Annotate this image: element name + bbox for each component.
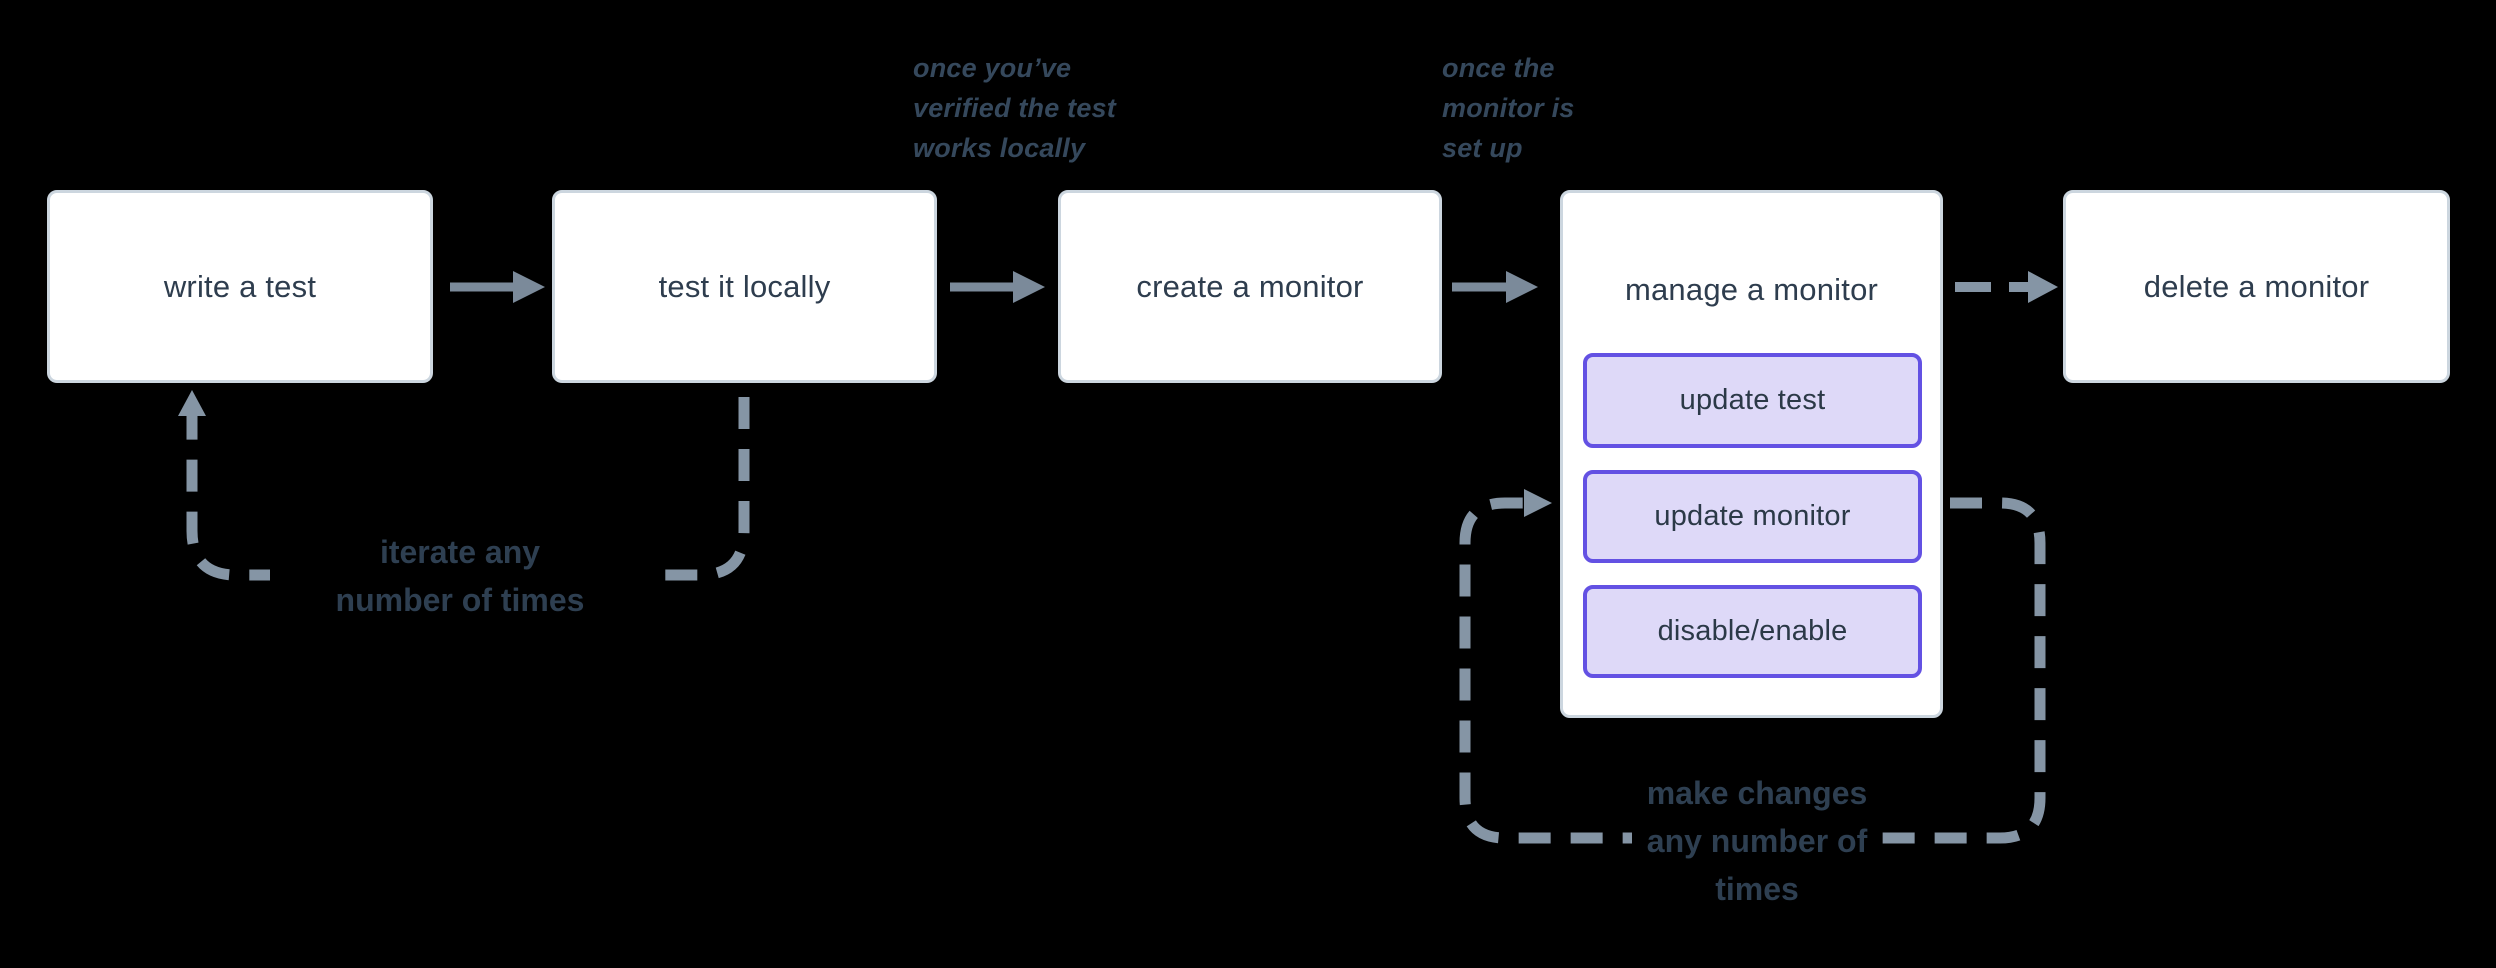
flow-box-label: delete a monitor (2143, 268, 2370, 304)
flow-box-manage-a-monitor: manage a monitor update test update moni… (1560, 190, 1943, 718)
flow-box-label: manage a monitor (1624, 271, 1879, 307)
flow-box-label: test it locally (658, 268, 831, 304)
loop-label-iterate: iterate any number of times (270, 528, 650, 624)
sub-action-label: update test (1679, 384, 1826, 416)
flow-box-label: create a monitor (1136, 268, 1364, 304)
flow-box-write-a-test: write a test (47, 190, 433, 383)
flow-box-delete-a-monitor: delete a monitor (2063, 190, 2450, 383)
sub-action-label: disable/enable (1657, 615, 1848, 647)
sub-action-label: update monitor (1654, 500, 1851, 532)
arrow-right-icon (950, 271, 1045, 303)
dashed-arrow-right-icon (1955, 271, 2058, 303)
annotation-once-verified: once you’ve verified the test works loca… (913, 53, 1116, 163)
flow-box-create-a-monitor: create a monitor (1058, 190, 1442, 383)
sub-action-update-monitor: update monitor (1583, 470, 1922, 563)
sub-action-disable-enable: disable/enable (1583, 585, 1922, 678)
arrow-right-icon (1452, 271, 1538, 303)
arrow-right-icon (450, 271, 545, 303)
sub-action-update-test: update test (1583, 353, 1922, 448)
annotation-once-set-up: once the monitor is set up (1442, 53, 1575, 163)
flow-box-label: write a test (163, 268, 317, 304)
loop-label-make-changes: make changes any number of times (1632, 769, 1882, 913)
flow-box-test-it-locally: test it locally (552, 190, 937, 383)
